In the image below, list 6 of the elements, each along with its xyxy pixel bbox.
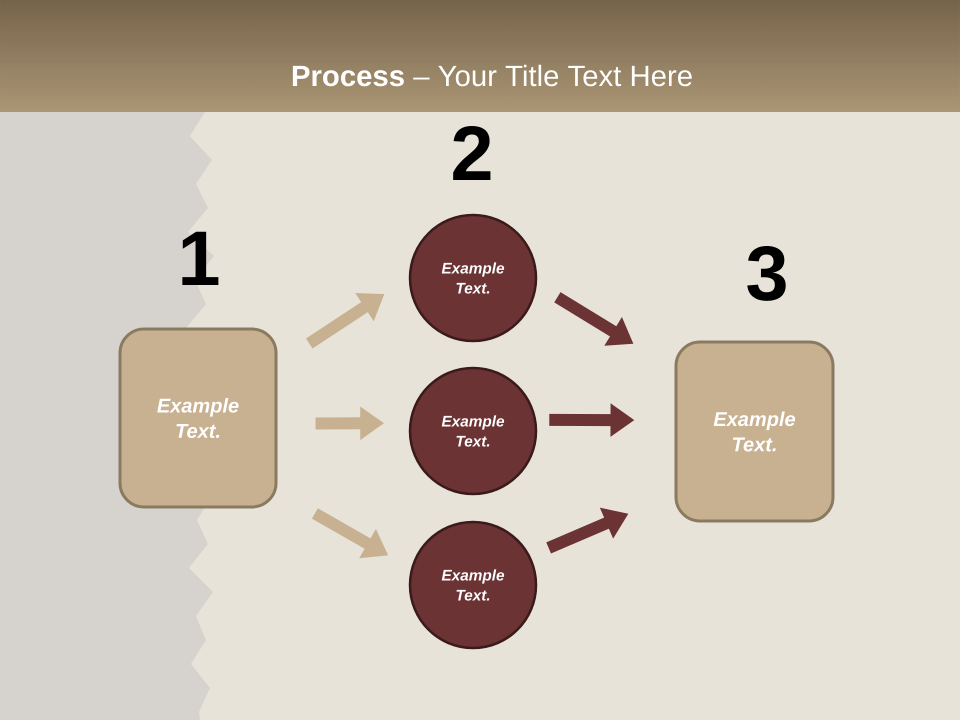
step-number: 1 bbox=[182, 232, 218, 285]
step-number: 2 bbox=[453, 126, 490, 180]
process-box: Example Text. bbox=[674, 340, 834, 522]
step-number: 3 bbox=[747, 246, 786, 301]
process-box: Example Text. bbox=[118, 328, 278, 508]
title: Process – Your Title Text Here bbox=[292, 64, 692, 86]
